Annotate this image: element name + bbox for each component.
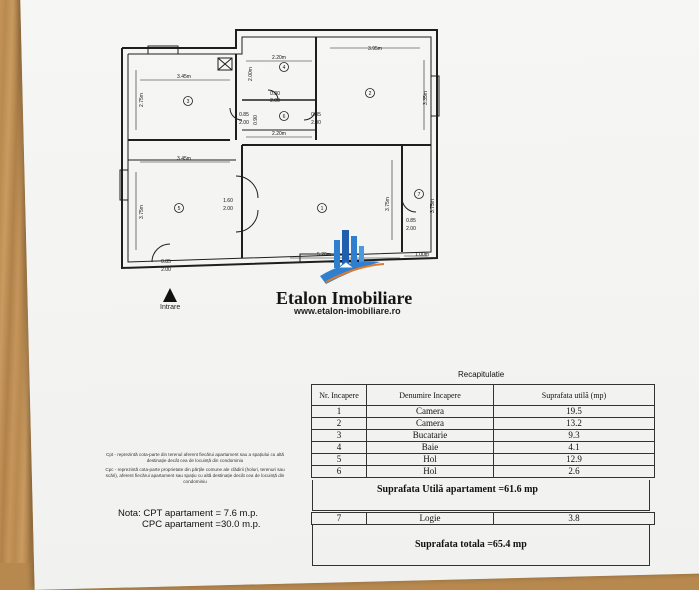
column-header: Nr. Incapere	[311, 384, 367, 406]
room-name: Bucatarie	[366, 429, 494, 442]
room-area: 2.6	[493, 465, 655, 478]
room-number: 2	[369, 91, 372, 97]
floor-plan: 3 2 4 6 5 1 7 3.45m 3.45m 3.95m 2.20m 2.…	[119, 29, 440, 302]
dimension-label: 3.75m	[430, 199, 436, 213]
dimension-label: 3.75m	[385, 197, 391, 211]
dimension-label: 3.45m	[177, 156, 191, 162]
room-area: 9.3	[493, 429, 655, 442]
room-area: 19.5	[493, 405, 655, 418]
entrance-arrow-icon	[163, 288, 177, 302]
dimension-label: 5.20m	[317, 252, 331, 258]
door-width: 1.60	[223, 198, 233, 204]
dimension-label: 2.75m	[139, 93, 145, 107]
outer-wall-inner	[127, 36, 432, 263]
recap-table: Nr. Incapere Denumire Incapere Suprafata…	[311, 384, 655, 478]
room-name: Hol	[366, 453, 494, 466]
brand-url: www.etalon-imobiliare.ro	[294, 306, 401, 316]
table-row: 7 Logie 3.8	[311, 512, 655, 525]
door-width: 0.85	[311, 112, 321, 118]
room-nr: 2	[311, 417, 367, 430]
room-name: Camera	[366, 417, 494, 430]
room-number: 3	[187, 99, 190, 105]
dimension-label: 3.95m	[368, 46, 382, 52]
room-nr: 4	[311, 441, 367, 454]
room-number: 1	[321, 206, 324, 212]
door-width: 0.85	[406, 218, 416, 224]
room-nr: 3	[311, 429, 367, 442]
dimension-label: 1.00m	[415, 252, 429, 258]
dimension-label: 0.90	[253, 115, 259, 125]
room-area: 3.8	[493, 512, 655, 525]
room-name: Camera	[366, 405, 494, 418]
dimension-label: 2.20m	[272, 131, 286, 137]
room-nr: 1	[311, 405, 367, 418]
door-height: 2.00	[270, 98, 280, 104]
room-nr: 5	[311, 453, 367, 466]
room-number: 5	[178, 206, 181, 212]
total-useful-area: Suprafata Utilă apartament =61.6 mp	[312, 480, 650, 511]
brand-name: Etalon Imobiliare	[276, 288, 413, 308]
door-height: 2.00	[311, 120, 321, 126]
room-number: 6	[283, 114, 286, 120]
door-width: 0.80	[270, 91, 280, 97]
etalon-logo-icon	[320, 230, 385, 284]
room-name: Hol	[366, 465, 494, 478]
cpc-value: CPC apartament =30.0 m.p.	[142, 519, 261, 530]
room-nr: 7	[311, 512, 367, 525]
total-area-text: Suprafata totala =65.4 mp	[415, 539, 527, 550]
legend-notes: Cpt - reprezintă cota-parte din terenul …	[100, 452, 290, 485]
dimension-label: 3.45m	[177, 74, 191, 80]
recap-title: Recapitulatie	[458, 370, 505, 379]
door-height: 2.00	[161, 267, 171, 273]
nota-label: Nota:	[118, 508, 141, 519]
table-header-row: Nr. Incapere Denumire Incapere Suprafata…	[311, 384, 655, 406]
entrance-label: Intrare	[160, 304, 181, 311]
nota-block: Nota: CPT apartament = 7.6 m.p. CPC apar…	[118, 508, 261, 530]
door-height: 2.00	[406, 226, 416, 232]
column-header: Suprafata utilă (mp)	[493, 384, 655, 406]
room-number: 4	[283, 65, 286, 71]
room-area: 12.9	[493, 453, 655, 466]
cpt-definition: Cpt - reprezintă cota-parte din terenul …	[106, 452, 284, 463]
door-width: 0.85	[161, 259, 171, 265]
room-name: Baie	[366, 441, 494, 454]
room-nr: 6	[311, 465, 367, 478]
door-width: 0.85	[239, 112, 249, 118]
column-header: Denumire Incapere	[366, 384, 494, 406]
cpt-value: CPT apartament = 7.6 m.p.	[143, 508, 259, 519]
door-height: 2.00	[223, 206, 233, 212]
outer-wall	[121, 29, 438, 270]
dimension-label: 3.75m	[139, 205, 145, 219]
room-name: Logie	[366, 512, 494, 525]
logie-table: 7 Logie 3.8	[311, 512, 655, 525]
door-height: 2.00	[239, 120, 249, 126]
total-useful-area-text: Suprafata Utilă apartament =61.6 mp	[377, 484, 538, 495]
dimension-label: 2.00m	[248, 67, 254, 81]
room-number: 7	[418, 192, 421, 198]
room-area: 13.2	[493, 417, 655, 430]
dimension-label: 3.35m	[423, 91, 429, 105]
total-area: Suprafata totala =65.4 mp	[312, 525, 650, 566]
cpc-definition: Cpc - reprezintă cota-parte proprietate …	[105, 467, 285, 484]
dimension-label: 2.20m	[272, 55, 286, 61]
room-area: 4.1	[493, 441, 655, 454]
